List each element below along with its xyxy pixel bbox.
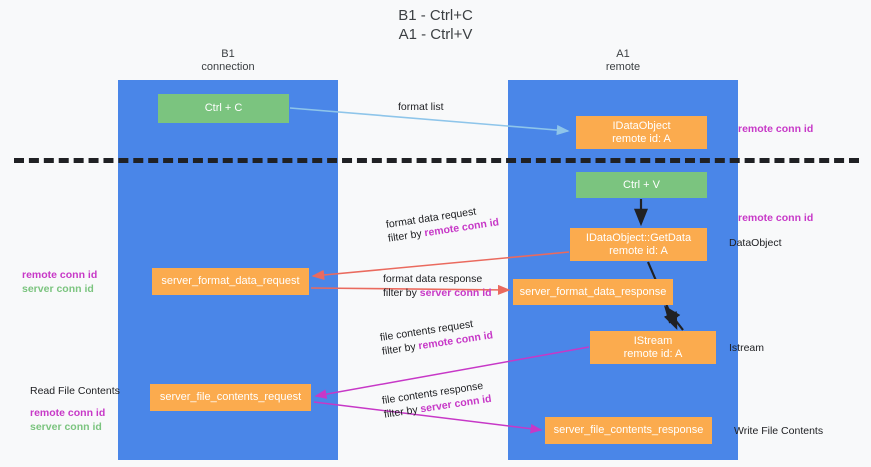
node-label-line1: IStream [633,334,673,347]
node-label-line1: server_file_contents_request [159,391,302,403]
node-label-line1: Ctrl + V [623,178,660,191]
node-istream[interactable]: IStream remote id: A [590,331,716,364]
annotation-text: remote conn id [738,212,814,224]
node-label-line2: remote id: A [623,347,683,360]
column-header-a1: A1 remote [605,48,641,73]
node-ctrl-v[interactable]: Ctrl + V [576,172,707,198]
node-label-line1: server_format_data_response [519,285,667,298]
annotation-right-remote-conn-id-mid: remote conn id [738,211,813,225]
arrow-format-list [289,107,570,136]
annotation-remote-conn-id: remote conn id [22,269,98,281]
node-label-line1: IDataObject [612,119,671,132]
annotation-remote-conn-id: remote conn id [30,407,106,419]
annotation-server-conn-id: server conn id [30,421,102,433]
annotation-left-format-conn-ids: remote conn id server conn id [22,268,97,296]
annotation-text: remote conn id [738,123,814,135]
arrow-file-contents-request [314,346,590,399]
annotation-left-read-file-contents: Read File Contents remote conn id server… [30,384,120,434]
annotation-text: DataObject [729,237,782,249]
annotation-right-remote-conn-id-top: remote conn id [738,122,813,136]
annotation-text: Istream [729,342,765,354]
arrow-file-contents-response [313,401,543,434]
annotation-server-conn-id: server conn id [22,283,94,295]
node-label-line1: Ctrl + C [204,102,243,114]
phase-divider [14,158,859,163]
edge-label-format-list: format list [398,100,444,114]
annotation-right-write-file-contents: Write File Contents [734,424,823,438]
edge-label-text: format data response [383,273,483,285]
filter-prefix: filter by [383,287,420,299]
edge-label-text: format list [398,101,444,113]
node-server-file-contents-response[interactable]: server_file_contents_response [545,417,712,444]
annotation-text: Write File Contents [734,425,824,437]
filter-key-server-conn-id: server conn id [419,287,492,299]
node-server-format-data-response[interactable]: server_format_data_response [513,279,673,305]
column-header-b1: B1 connection [201,48,255,73]
arrow-istream-to-format-response [663,305,684,331]
node-idataobject-getdata[interactable]: IDataObject::GetData remote id: A [570,228,707,261]
node-label-line1: server_file_contents_response [553,424,704,436]
node-label-line1: server_format_data_request [161,275,300,287]
arrow-format-data-response [310,284,511,296]
edge-label-format-data-response: format data response filter by server co… [383,272,492,300]
page-title: B1 - Ctrl+C A1 - Ctrl+V [398,7,473,43]
edge-label-filter: filter by server conn id [383,286,492,300]
node-label-line2: remote id: A [612,132,671,145]
node-label-line2: remote id: A [609,244,668,257]
arrow-format-data-request [311,251,570,281]
annotation-right-dataobject: DataObject [729,236,782,250]
node-server-format-data-request[interactable]: server_format_data_request [152,268,309,295]
annotation-read-file-contents: Read File Contents [30,385,120,397]
node-ctrl-c[interactable]: Ctrl + C [158,94,289,123]
node-label-line1: IDataObject::GetData [585,231,692,244]
node-server-file-contents-request[interactable]: server_file_contents_request [150,384,311,411]
annotation-right-istream: Istream [729,341,764,355]
node-idataobject[interactable]: IDataObject remote id: A [576,116,707,149]
